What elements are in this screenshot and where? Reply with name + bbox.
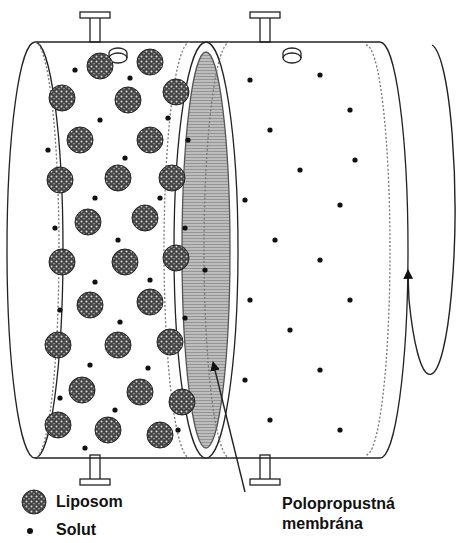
liposome	[49, 85, 75, 111]
solute-group	[45, 67, 357, 450]
solute-dot	[157, 195, 162, 200]
solute-dot	[352, 157, 357, 162]
solute-dot	[297, 167, 302, 172]
solute-dot	[82, 445, 87, 450]
solute-dot	[267, 127, 272, 132]
solute-dot	[272, 237, 277, 242]
liposome	[163, 245, 189, 271]
solute-dot	[317, 367, 322, 372]
liposome	[95, 417, 121, 443]
solute-dot	[242, 377, 247, 382]
solute-dot	[45, 147, 50, 152]
solute-dot	[112, 407, 117, 412]
solute-sample	[27, 528, 33, 534]
liposome	[137, 49, 163, 75]
liposome	[137, 289, 163, 315]
liposome	[112, 249, 138, 275]
solute-dot	[117, 319, 122, 324]
liposome	[67, 127, 93, 153]
solute-dot	[127, 75, 132, 80]
solute-dot	[185, 137, 190, 142]
liposome	[132, 205, 158, 231]
solute-dot	[165, 115, 170, 120]
liposome	[127, 379, 153, 405]
solute-dot	[87, 362, 92, 367]
liposome	[45, 332, 71, 358]
liposome	[115, 87, 141, 113]
liposome	[69, 377, 95, 403]
solute-dot	[147, 277, 152, 282]
liposome	[75, 209, 101, 235]
liposome	[87, 53, 113, 79]
legend-text: Liposom	[56, 492, 123, 512]
solute-dot	[57, 395, 62, 400]
legend-text: Solut	[56, 520, 96, 540]
solute-dot	[52, 225, 57, 230]
solute-dot	[247, 77, 252, 82]
solute-dot	[175, 427, 180, 432]
solute-dot	[92, 195, 97, 200]
liposome	[137, 127, 163, 153]
solute-dot	[72, 67, 77, 72]
liposome	[169, 389, 195, 415]
liposome	[45, 412, 71, 438]
solute-dot	[182, 225, 187, 230]
liposome	[47, 167, 73, 193]
solute-dot	[122, 155, 127, 160]
solute-dot	[57, 307, 62, 312]
cell-outline	[7, 12, 455, 492]
solute-dot	[247, 297, 252, 302]
solute-dot	[182, 315, 187, 320]
liposome	[147, 422, 173, 448]
liposome	[49, 249, 75, 275]
solute-dot	[115, 237, 120, 242]
solute-dot	[347, 297, 352, 302]
liposome	[157, 329, 183, 355]
solute-dot	[347, 107, 352, 112]
solute-dot	[287, 327, 292, 332]
liposome	[77, 292, 103, 318]
liposome	[163, 79, 189, 105]
solute-dot	[337, 427, 342, 432]
liposome	[105, 165, 131, 191]
solute-dot	[242, 197, 247, 202]
liposome-sample	[22, 490, 46, 514]
solute-dot	[97, 117, 102, 122]
liposome-group	[45, 49, 195, 448]
membrane-label: Polopropustná membrána	[282, 494, 442, 534]
solute-dot	[202, 267, 207, 272]
solute-dot	[145, 365, 150, 370]
solute-dot	[92, 279, 97, 284]
solute-dot	[317, 257, 322, 262]
solute-dot	[317, 72, 322, 77]
liposome	[105, 332, 131, 358]
liposome	[159, 165, 185, 191]
solute-dot	[267, 417, 272, 422]
solute-dot	[337, 202, 342, 207]
